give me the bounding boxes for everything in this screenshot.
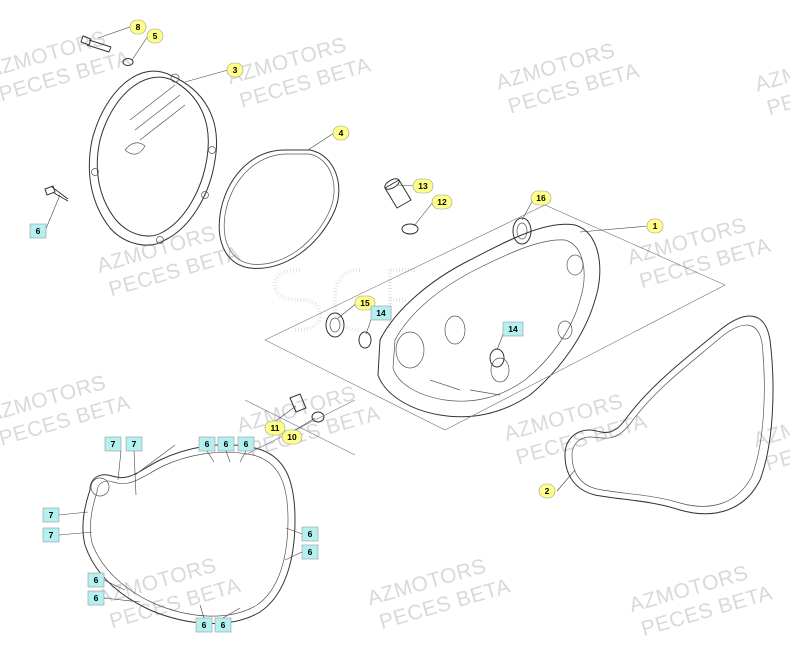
callout-7-b[interactable]: 7 [125, 436, 143, 452]
callout-6-g[interactable]: 6 [87, 572, 105, 588]
callout-8[interactable]: 8 [129, 19, 147, 35]
callout-14-left[interactable]: 14 [370, 305, 392, 321]
callout-6-text: 6 [36, 226, 41, 236]
watermark-line1: AZMOTORS [751, 396, 790, 452]
callout-16[interactable]: 16 [530, 190, 552, 206]
callout-7-text: 7 [49, 510, 54, 520]
part-gasket-bottom-left-inner [90, 451, 289, 617]
callout-11-text: 11 [271, 423, 280, 433]
center-logo-dots [272, 268, 415, 332]
callout-6-text: 6 [308, 547, 313, 557]
part-gasket-2-inner [571, 324, 765, 507]
callout-6-j[interactable]: 6 [214, 617, 232, 633]
callout-7-d[interactable]: 7 [42, 527, 60, 543]
callout-8-text: 8 [136, 22, 141, 32]
callout-2[interactable]: 2 [538, 483, 556, 499]
part-cover-gasket-4 [218, 149, 340, 269]
callout-15-text: 15 [360, 298, 370, 308]
part-oring-12 [401, 223, 419, 235]
part-bearing-14-right [489, 348, 505, 368]
callout-3[interactable]: 3 [226, 62, 244, 78]
callout-4-text: 4 [339, 128, 344, 138]
gasket-hole [90, 477, 110, 497]
watermarks: AZMOTORS PECES BETA AZMOTORS PECES BETA … [0, 27, 790, 641]
leader-lines-bottom [58, 450, 303, 619]
callout-6-text: 6 [244, 439, 249, 449]
callout-6-b[interactable]: 6 [198, 436, 216, 452]
part-screw-8 [80, 35, 112, 53]
callout-5[interactable]: 5 [146, 28, 164, 44]
part-gasket-2 [564, 315, 774, 515]
part-crankcase-cover-1 [377, 223, 601, 418]
callout-6-text: 6 [202, 620, 207, 630]
callout-13-text: 13 [418, 181, 428, 191]
part-cover-gasket-inner [223, 153, 335, 265]
callout-7-text: 7 [111, 439, 116, 449]
callout-6-d[interactable]: 6 [237, 436, 255, 452]
callout-15[interactable]: 15 [354, 295, 376, 311]
callout-13[interactable]: 13 [412, 178, 434, 194]
callout-14-left-text: 14 [376, 308, 386, 318]
callout-7-c[interactable]: 7 [42, 507, 60, 523]
callout-6-text: 6 [205, 439, 210, 449]
part-plug-13 [384, 178, 412, 209]
part-clutch-cover-3 [88, 70, 217, 246]
callout-14-right-text: 14 [508, 324, 518, 334]
callout-6-text: 6 [221, 620, 226, 630]
callout-6-text: 6 [94, 575, 99, 585]
part-seal-15 [325, 312, 345, 338]
callout-7-a[interactable]: 7 [104, 436, 122, 452]
callout-4[interactable]: 4 [332, 125, 350, 141]
callout-10[interactable]: 10 [281, 429, 303, 445]
callout-2-text: 2 [545, 486, 550, 496]
callout-6-e[interactable]: 6 [301, 526, 319, 542]
part-gasket-bottom-left [82, 444, 296, 625]
callout-6-i[interactable]: 6 [195, 617, 213, 633]
callout-3-text: 3 [233, 65, 238, 75]
callout-6-c[interactable]: 6 [217, 436, 235, 452]
callout-10-text: 10 [287, 432, 297, 442]
callout-6-text: 6 [308, 529, 313, 539]
callout-6-text: 6 [94, 593, 99, 603]
callout-14-right[interactable]: 14 [502, 321, 524, 337]
callout-12[interactable]: 12 [431, 194, 453, 210]
callout-6-f[interactable]: 6 [301, 544, 319, 560]
part-seal-16 [512, 217, 532, 245]
callout-1-text: 1 [653, 221, 658, 231]
watermark-line1: AZMOTORS [752, 41, 790, 97]
callout-12-text: 12 [437, 197, 447, 207]
callout-6-h[interactable]: 6 [87, 590, 105, 606]
callout-6-top-left[interactable]: 6 [29, 223, 47, 239]
part-oring-10 [311, 411, 325, 423]
callout-1[interactable]: 1 [646, 218, 664, 234]
part-bearing-14-left [358, 331, 372, 349]
part-washer-5 [122, 58, 134, 66]
callout-16-text: 16 [536, 193, 546, 203]
part-screw-6 [44, 185, 69, 202]
callout-7-text: 7 [132, 439, 137, 449]
callout-5-text: 5 [153, 31, 158, 41]
callout-7-text: 7 [49, 530, 54, 540]
callout-11[interactable]: 11 [264, 420, 286, 436]
callout-6-text: 6 [224, 439, 229, 449]
